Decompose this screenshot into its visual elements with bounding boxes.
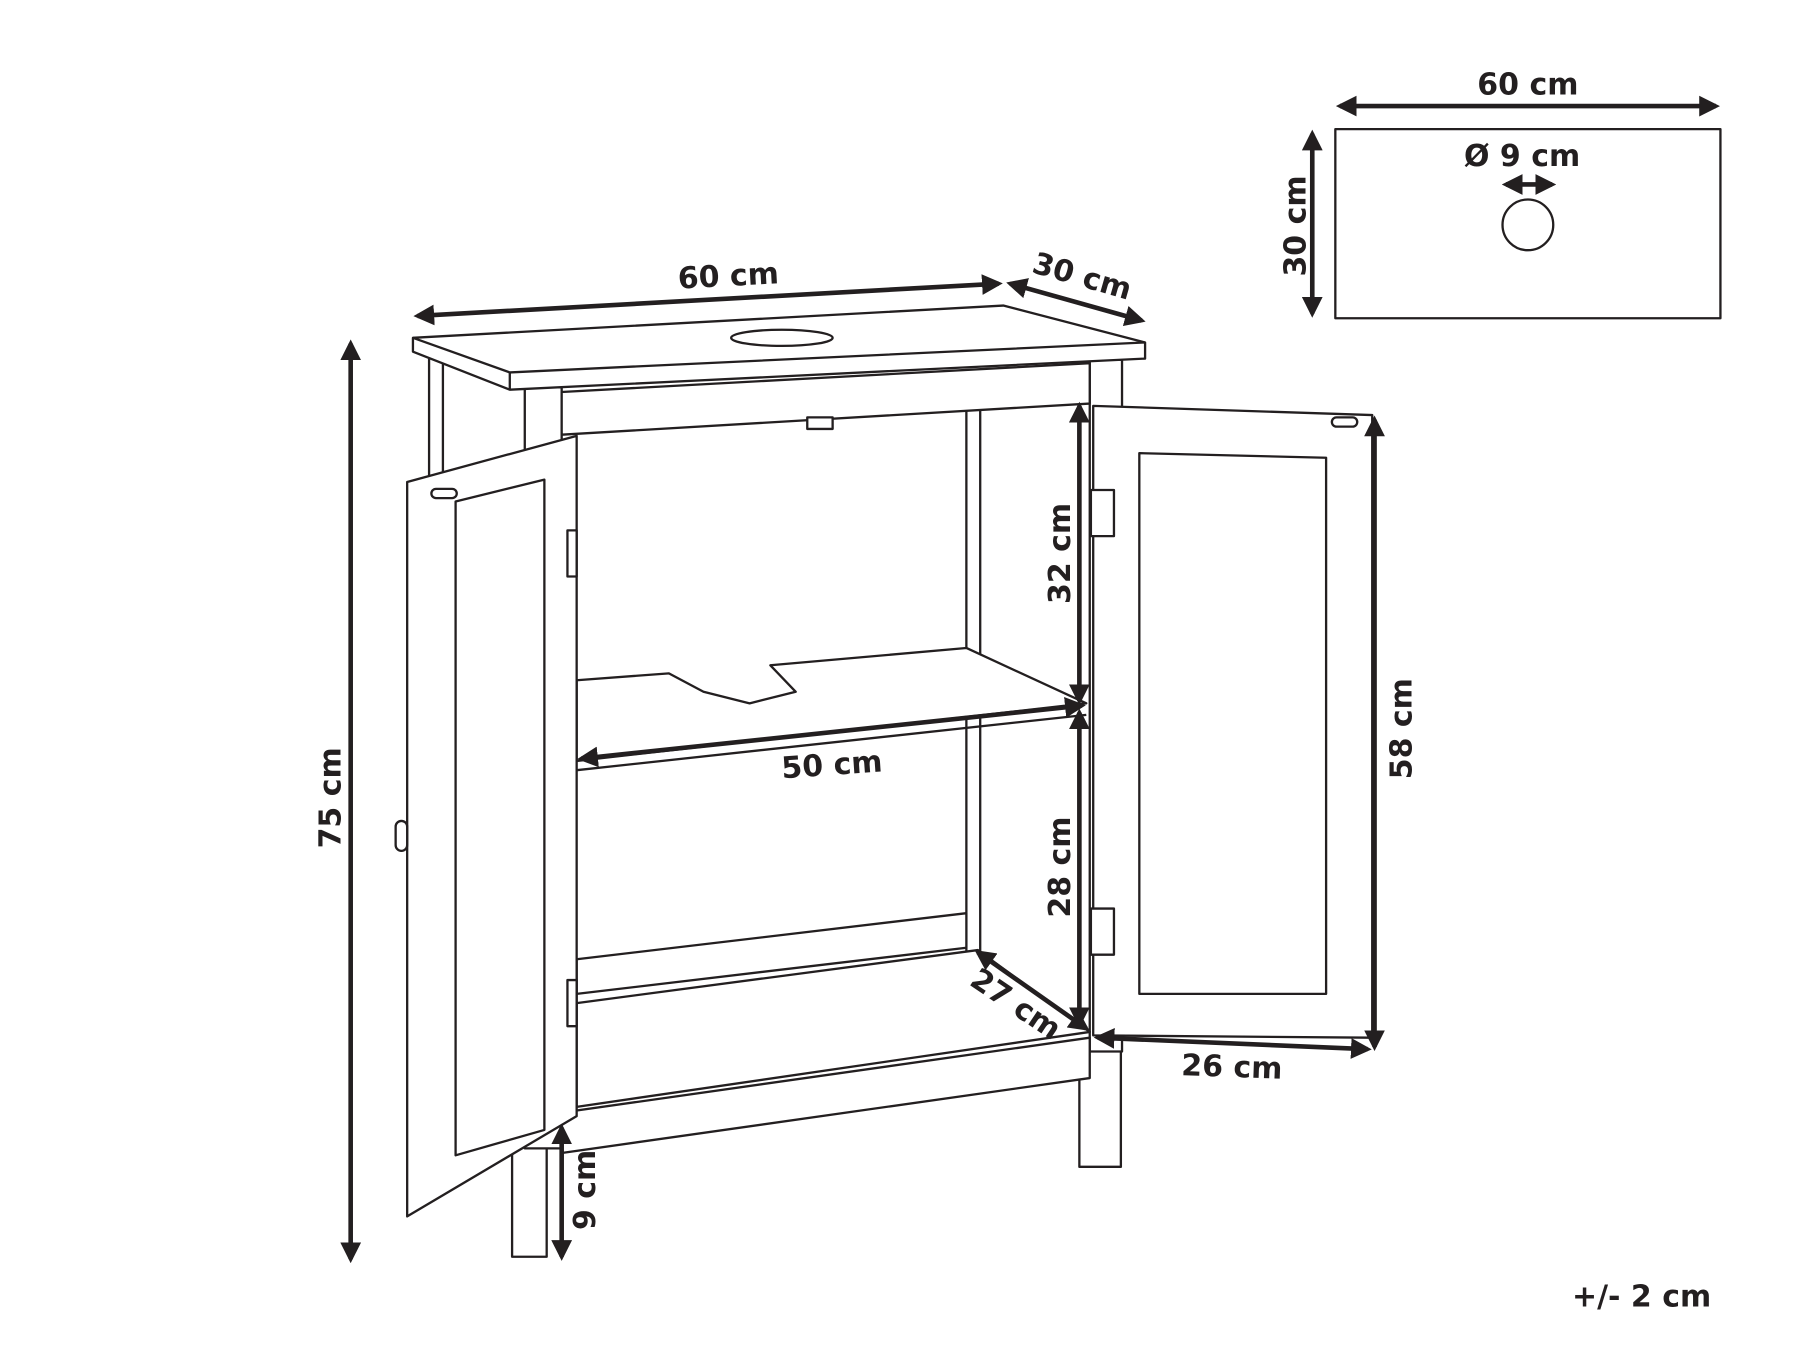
inner-depth-arrow (974, 949, 1090, 1031)
hole-diameter-label: Ø 9 cm (1464, 139, 1580, 174)
right-hinge-bottom (1089, 907, 1116, 956)
depth-arrow (1006, 278, 1146, 327)
top-rail (560, 362, 1091, 436)
door-width-label: 26 cm (1181, 1048, 1283, 1087)
top-depth-label: 30 cm (1278, 175, 1313, 276)
width-arrow (413, 274, 1003, 326)
front-right-leg (1078, 1048, 1123, 1168)
upper-compartment-label: 32 cm (1043, 503, 1078, 604)
left-door-panel (454, 478, 546, 1157)
top-view: 60 cm 30 cm Ø 9 cm (1278, 68, 1722, 320)
right-hinge-top (1089, 488, 1116, 538)
cabinet-drawing (394, 304, 1374, 1258)
left-door-slot (430, 487, 458, 500)
right-door-slot (1330, 416, 1359, 428)
top-width-label: 60 cm (1477, 68, 1578, 103)
height-label: 75 cm (313, 747, 348, 848)
leg-height-label: 9 cm (568, 1150, 603, 1230)
shelf-width-arrow (577, 697, 1086, 768)
door-height-label: 58 cm (1384, 678, 1419, 779)
countertop-hole (730, 328, 834, 348)
front-left-leg (510, 1140, 548, 1258)
depth-label: 30 cm (1029, 246, 1136, 308)
tolerance-label: +/- 2 cm (1572, 1279, 1711, 1314)
door-width-arrow (1093, 1028, 1372, 1059)
dimensions: 60 cm 30 cm 75 cm 32 cm 28 cm 50 cm 27 c… (313, 246, 1419, 1264)
left-door-knob (394, 819, 409, 853)
left-hinge-bottom (566, 978, 578, 1028)
shelf (575, 646, 1088, 763)
right-door-panel (1138, 451, 1328, 996)
top-rail-clip (806, 416, 834, 431)
width-label: 60 cm (677, 256, 780, 296)
sink-hole-circle (1501, 198, 1555, 252)
left-hinge-top (566, 529, 578, 578)
shelf-width-label: 50 cm (780, 744, 883, 786)
lower-compartment-label: 28 cm (1043, 816, 1078, 917)
